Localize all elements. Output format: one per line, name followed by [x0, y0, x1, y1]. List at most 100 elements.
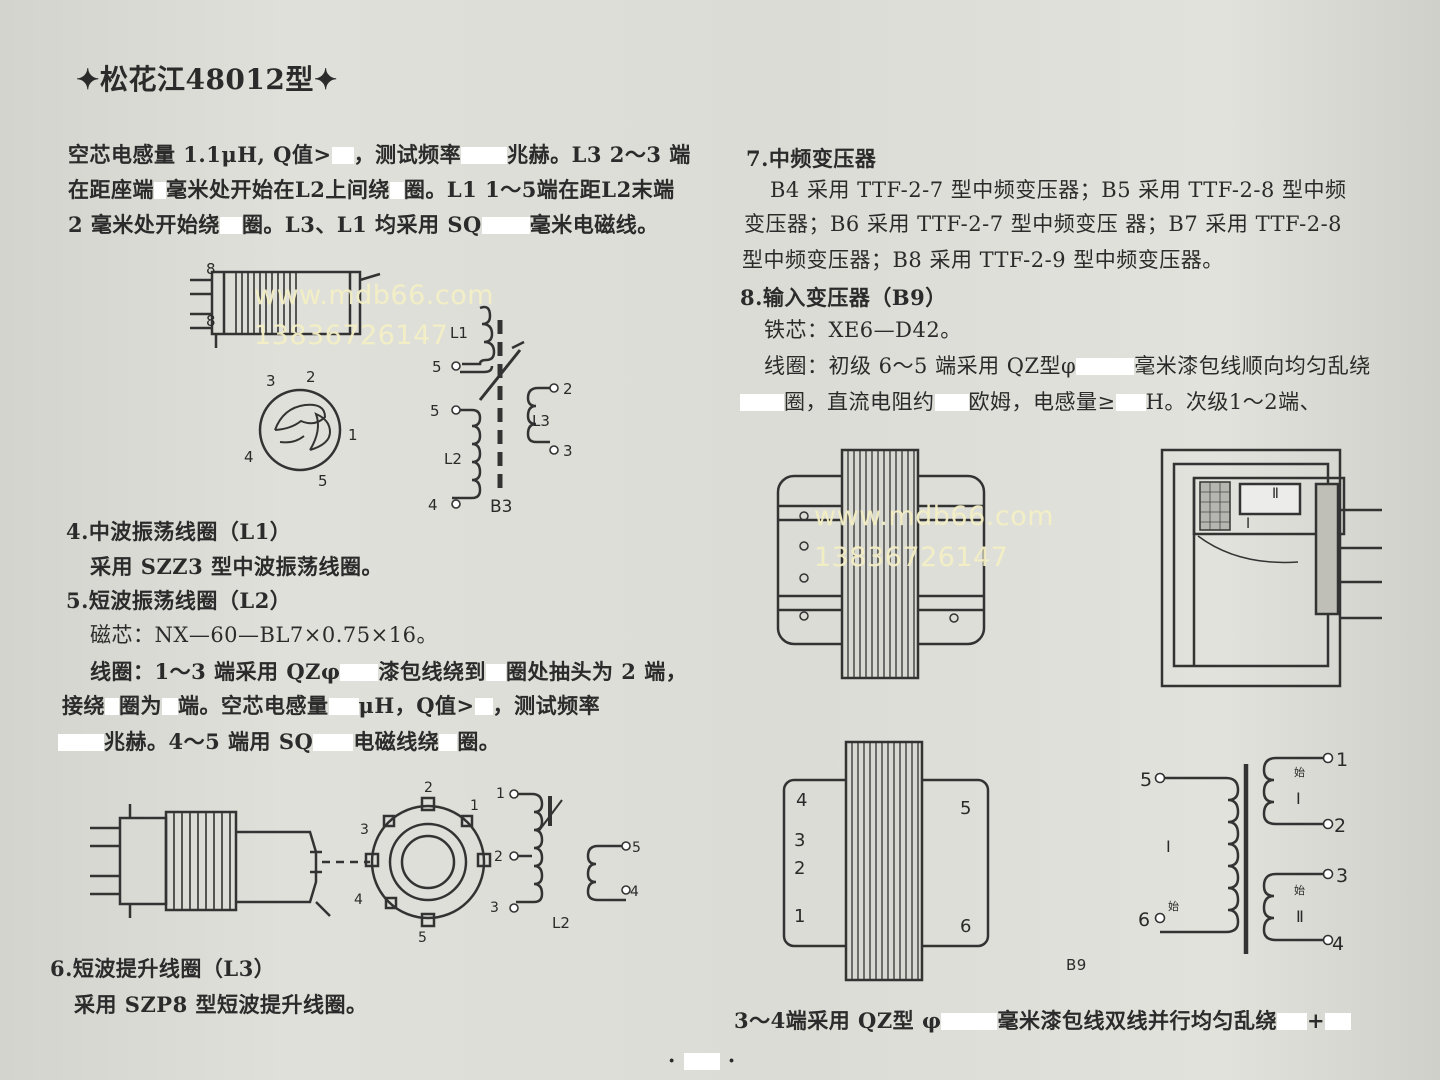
- pin-label: 4: [244, 448, 254, 466]
- section-6-text: 采用 SZP8 型短波提升线圈。: [74, 992, 368, 1017]
- terminal-label: 1: [496, 786, 505, 802]
- page-number: ··: [668, 1048, 736, 1073]
- terminal-label: 2: [1334, 815, 1346, 837]
- redaction: [154, 182, 166, 199]
- pin-label: 1: [794, 906, 805, 927]
- start-mark: 始: [1168, 899, 1179, 913]
- redaction: [331, 147, 354, 164]
- winding-label: Ⅰ: [1246, 516, 1250, 532]
- redaction: [683, 1053, 720, 1070]
- pin-label: 3: [266, 372, 276, 390]
- left-p1-line1: 空芯电感量 1.1μH, Q值>，测试频率兆赫。L3 2～3 端: [68, 142, 691, 167]
- l2-coil-figure: 2 1 3 4 5 1 2 3 5 4 L2: [90, 780, 641, 946]
- pin-label: 6: [960, 916, 971, 937]
- start-mark: 始: [1294, 765, 1305, 779]
- pin-label: 8: [206, 312, 216, 330]
- winding-label: L3: [532, 412, 550, 430]
- section-8-line2: 圈，直流电阻约欧姆，电感量≥H。次级1～2端、: [740, 392, 1321, 413]
- redaction: [1325, 1013, 1352, 1030]
- redaction: [481, 217, 530, 234]
- b9-schematic: 5 6 1 2 3 4 始 始 始 Ⅰ Ⅰ Ⅱ: [1138, 749, 1348, 955]
- redaction: [389, 182, 404, 199]
- redaction: [461, 147, 508, 164]
- terminal-label: 5: [1140, 769, 1152, 791]
- redaction: [313, 734, 354, 751]
- redaction: [439, 734, 458, 751]
- winding-label: L1: [450, 324, 468, 342]
- redaction: [105, 698, 119, 715]
- terminal-label: 4: [1332, 933, 1344, 955]
- section-5-core: 磁芯：NX—60—BL7×0.75×16。: [90, 623, 438, 647]
- b9-transformer-front: [776, 448, 986, 680]
- redaction: [328, 698, 359, 715]
- pin-label: 1: [470, 798, 479, 814]
- redaction: [1076, 358, 1135, 375]
- pin-label: 2: [794, 858, 805, 879]
- terminal-label: 1: [1336, 749, 1348, 771]
- section-5-title: 5.短波振荡线圈（L2）: [66, 588, 292, 613]
- pin-label: 5: [418, 930, 427, 946]
- watermark-site: www.mdb66.com: [254, 280, 495, 311]
- redaction: [934, 394, 969, 411]
- redaction: [219, 217, 242, 234]
- pin-label: 5: [960, 798, 971, 819]
- pin-label: 5: [318, 472, 328, 490]
- redaction: [58, 734, 104, 751]
- redaction: [485, 664, 506, 681]
- terminal-label: 2: [494, 849, 503, 865]
- winding-label: Ⅰ: [1166, 837, 1171, 856]
- terminal-label: 3: [490, 900, 499, 916]
- b9-transformer-section: Ⅱ Ⅰ: [1160, 448, 1382, 688]
- terminal-label: 3: [563, 442, 573, 460]
- terminal-label: 4: [630, 884, 639, 900]
- pin-label: 3: [360, 822, 369, 838]
- winding-label: Ⅱ: [1272, 486, 1279, 502]
- page-title: ✦松花江48012型✦: [76, 63, 338, 96]
- watermark-phone: 13836726147: [254, 320, 449, 351]
- redaction: [474, 698, 493, 715]
- b3-coil-figure: 8 8 3 2 1 4 5 L1 5 5 L2 4 2 L3 3 B3: [190, 260, 573, 517]
- section-4-text: 采用 SZZ3 型中波振荡线圈。: [90, 554, 384, 579]
- winding-label: Ⅰ: [1296, 789, 1301, 808]
- pin-label: 8: [206, 260, 216, 278]
- terminal-label: 5: [632, 840, 641, 856]
- b9-transformer-bottom: 4 3 2 1 5 6: [782, 740, 990, 982]
- pin-label: 1: [348, 426, 358, 444]
- section-6-title: 6.短波提升线圈（L3）: [50, 956, 276, 981]
- redaction: [941, 1013, 998, 1030]
- pin-label: 3: [794, 830, 805, 851]
- terminal-label: 6: [1138, 909, 1150, 931]
- section-8-core: 铁芯：XE6—D42。: [764, 318, 962, 342]
- pin-label: 2: [306, 368, 316, 386]
- winding-label: Ⅱ: [1296, 907, 1304, 926]
- left-p1-line2: 在距座端毫米处开始在L2上间绕圈。L1 1～5端在距L2末端: [68, 177, 675, 202]
- redaction: [740, 394, 784, 411]
- winding-label: L2: [552, 914, 570, 932]
- start-mark: 始: [1294, 883, 1305, 897]
- section-7-line3: 型中频变压器；B8 采用 TTF-2-9 型中频变压器。: [742, 248, 1224, 272]
- pin-label: 2: [424, 780, 433, 796]
- figure-label-b9: B9: [1066, 956, 1087, 974]
- watermark-site: www.mdb66.com: [814, 501, 1055, 532]
- section-7-title: 7.中频变压器: [746, 146, 877, 171]
- watermark-phone: 13836726147: [814, 542, 1009, 573]
- terminal-label: 5: [430, 402, 440, 420]
- terminal-label: 5: [432, 358, 442, 376]
- redaction: [1115, 394, 1146, 411]
- redaction: [340, 664, 379, 681]
- figure-label: B3: [490, 497, 512, 517]
- section-7-line2: 变压器；B6 采用 TTF-2-7 型中频变压 器；B7 采用 TTF-2-8: [744, 212, 1343, 236]
- redaction: [162, 698, 178, 715]
- pin-label: 4: [796, 790, 807, 811]
- terminal-label: 2: [563, 380, 573, 398]
- section-7-line1: B4 采用 TTF-2-7 型中频变压器；B5 采用 TTF-2-8 型中频: [770, 178, 1347, 202]
- terminal-label: 3: [1336, 865, 1348, 887]
- pin-label: 4: [354, 892, 363, 908]
- winding-label: L2: [444, 450, 462, 468]
